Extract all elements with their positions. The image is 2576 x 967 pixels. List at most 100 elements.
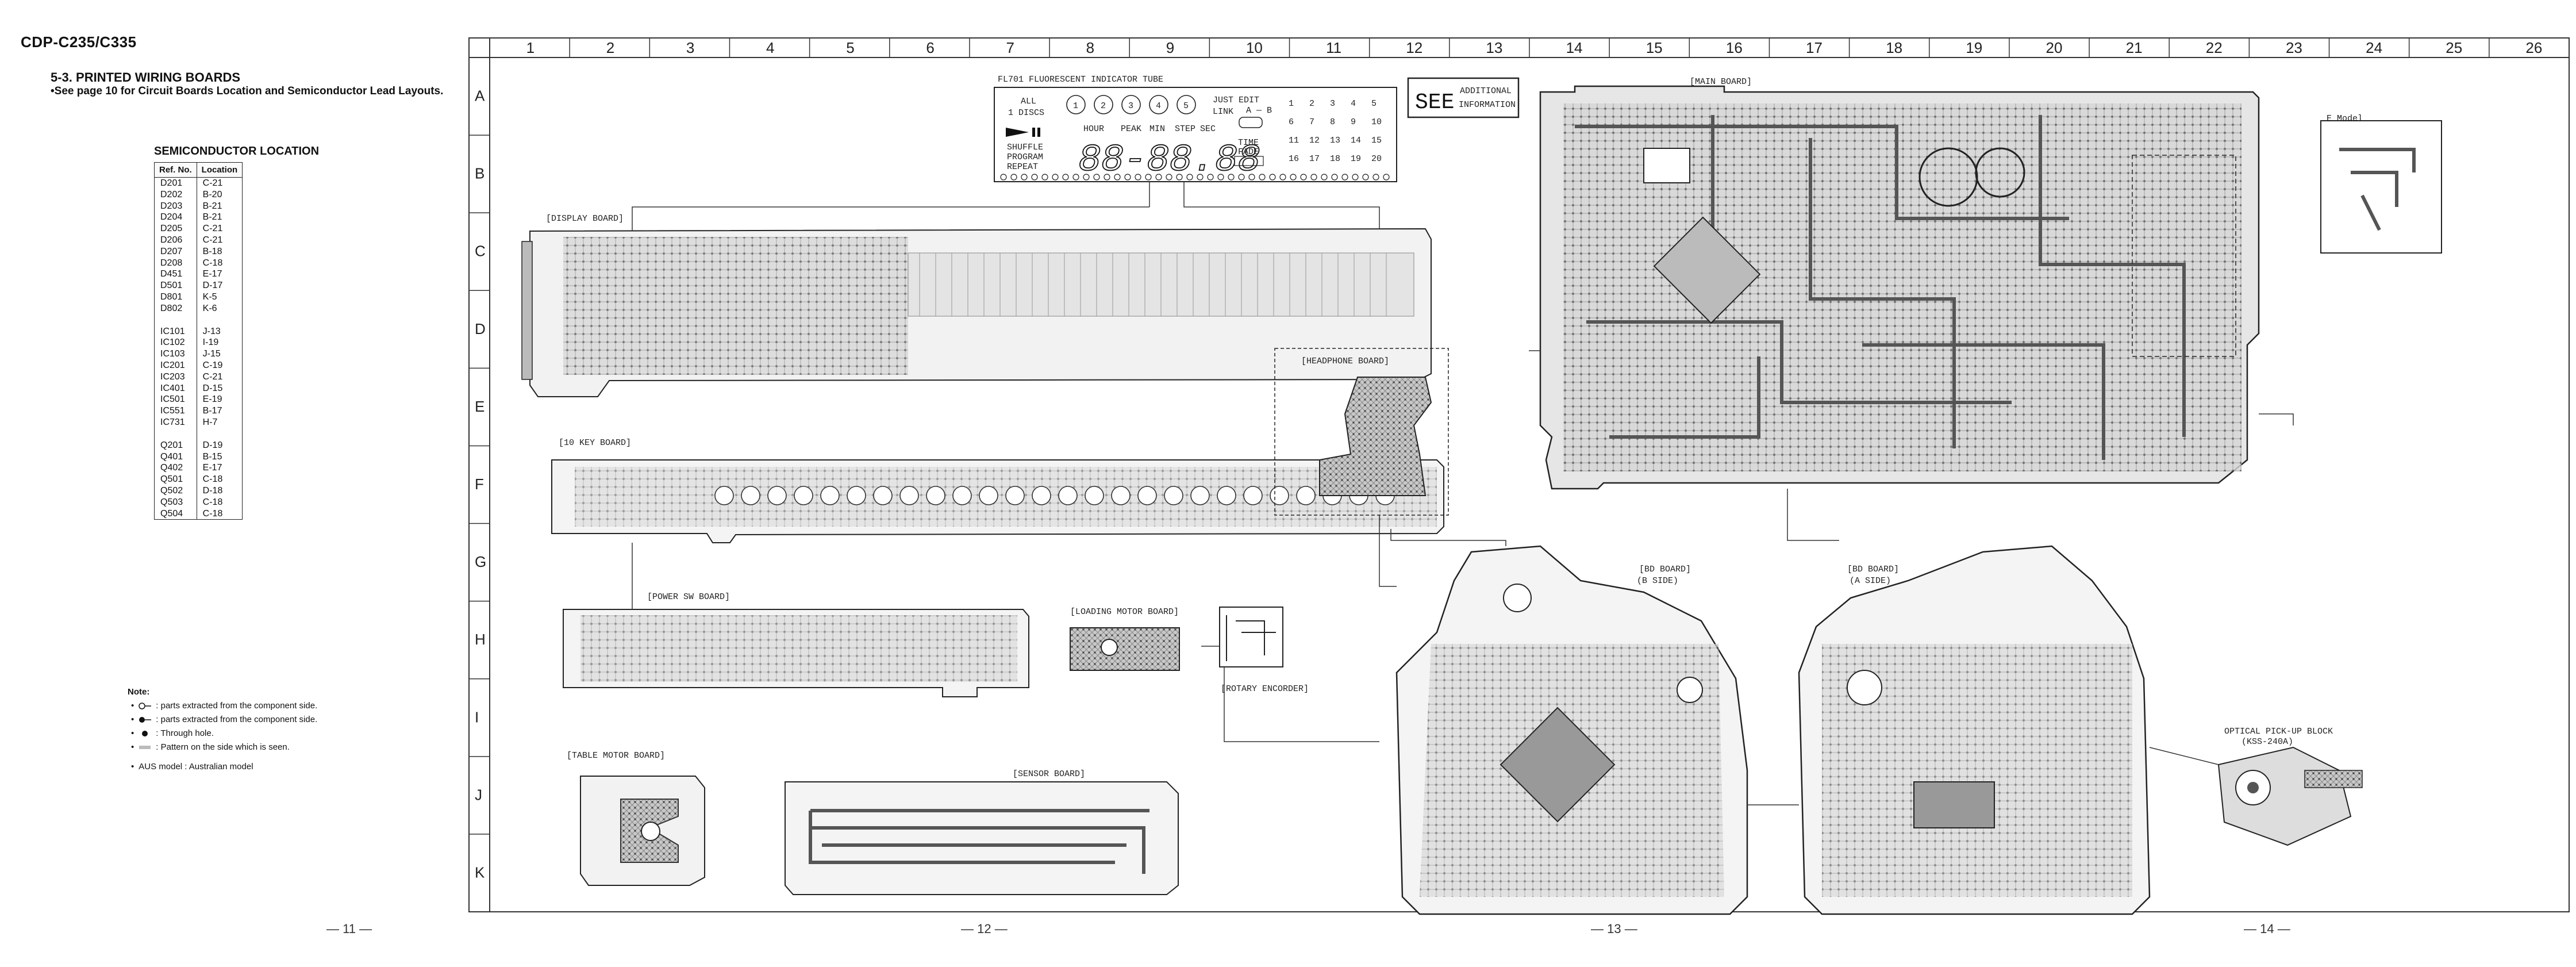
- grid-row-label: B: [475, 165, 485, 182]
- grid-column-label: 18: [1886, 39, 1902, 56]
- fl-peak: PEAK: [1121, 124, 1141, 134]
- fl-pin: [1000, 174, 1007, 181]
- fl-pin: [1176, 174, 1183, 181]
- location-cell: C-21: [196, 371, 243, 383]
- open-circle-lead-icon: [139, 703, 152, 709]
- ref-no-cell: D208: [154, 257, 197, 269]
- interconnect-wires: [632, 182, 2294, 805]
- see-label: SEE: [1415, 90, 1454, 115]
- fl-repeat: REPEAT: [1007, 162, 1038, 172]
- see-additional-information-note: SEE ADDITIONAL INFORMATION: [1407, 77, 1520, 118]
- fl-track-number: 11: [1289, 136, 1299, 145]
- notes-title: Note:: [128, 687, 150, 697]
- location-cell: D-15: [196, 382, 243, 394]
- ref-no-cell: D202: [154, 189, 197, 201]
- display-board-label: [DISPLAY BOARD]: [546, 214, 624, 224]
- ref-no-cell: D801: [154, 291, 197, 303]
- grid-row-label: E: [475, 398, 485, 415]
- key-switch-pad: [1005, 486, 1025, 505]
- legend-notes: Note: • : parts extracted from the compo…: [128, 685, 317, 774]
- bd-board-b-label: [BD BOARD]: [1639, 565, 1691, 574]
- key-switch-pad: [899, 486, 919, 505]
- note-aus: • AUS model : Australian model: [128, 760, 317, 774]
- key-switch-pad: [1217, 486, 1236, 505]
- fl-step: STEP: [1175, 124, 1195, 134]
- fl-track-number: 13: [1330, 136, 1340, 145]
- key-switch-pad: [1270, 486, 1289, 505]
- ref-no-cell: Q502: [154, 485, 197, 497]
- fl-track-number: 12: [1309, 136, 1320, 145]
- play-icon: [1006, 128, 1029, 137]
- location-cell: E-17: [196, 268, 243, 281]
- column-header-ref-no: Ref. No.: [154, 162, 197, 178]
- rotary-encorder: [ROTARY ENCORDER]: [1219, 607, 1309, 694]
- grid-column-label: 16: [1726, 39, 1743, 56]
- through-hole-icon: [142, 731, 148, 736]
- fl-all: ALL: [1021, 97, 1036, 106]
- main-board-label: [MAIN BOARD]: [1690, 77, 1752, 87]
- key-switch-pad: [1296, 486, 1316, 505]
- disc-indicator-circle: [1094, 95, 1113, 114]
- grid-row-label: K: [475, 864, 485, 881]
- fl-time: TIME: [1238, 138, 1259, 148]
- semiconductor-location-title: SEMICONDUCTOR LOCATION: [154, 145, 320, 158]
- disc-indicator-circle: [1149, 95, 1168, 114]
- key-switch-pad: [873, 486, 893, 505]
- ref-no-cell: IC102: [154, 337, 197, 349]
- bd-board-a-side-label: (A SIDE): [1850, 576, 1891, 586]
- location-cell: B-17: [196, 405, 243, 417]
- grid-column-label: 12: [1406, 39, 1422, 56]
- key-switch-pad: [1164, 486, 1183, 505]
- location-cell: C-18: [196, 474, 243, 485]
- fl-pin: [1104, 174, 1110, 181]
- ref-no-cell: D203: [154, 200, 197, 212]
- location-cell: C-21: [196, 223, 243, 235]
- location-cell: C-19: [196, 359, 243, 371]
- key-switch-pad: [1137, 486, 1157, 505]
- fl-pin: [1062, 174, 1069, 181]
- ref-no-cell: IC401: [154, 382, 197, 394]
- fl-pin: [1217, 174, 1224, 181]
- fl-pin: [1372, 174, 1379, 181]
- ref-no-cell: Q503: [154, 496, 197, 508]
- fl-pin: [1186, 174, 1193, 181]
- grid-column-label: 23: [2286, 39, 2302, 56]
- location-cell: J-15: [196, 348, 243, 360]
- location-cell: C-18: [196, 508, 243, 520]
- grid-column-label: 8: [1086, 39, 1094, 56]
- main-board-trace: [1575, 125, 2069, 220]
- ref-no-cell: D501: [154, 280, 197, 291]
- fl-pin: [1300, 174, 1307, 181]
- filled-circle-lead-icon: [139, 717, 152, 723]
- fl-pin: [1135, 174, 1141, 181]
- grid-column-label: 17: [1806, 39, 1823, 56]
- grid-column-label: 1: [526, 39, 535, 56]
- fl-pin: [1310, 174, 1317, 181]
- fl-track-number: 1: [1289, 99, 1294, 109]
- fl-track-number: 10: [1371, 117, 1382, 127]
- key-switch-pad: [767, 486, 787, 505]
- fl-pin: [1352, 174, 1359, 181]
- key-switch-pad: [1111, 486, 1131, 505]
- ref-no-cell: IC203: [154, 371, 197, 383]
- note-text: : parts extracted from the component sid…: [156, 701, 318, 711]
- grid-column-label: 11: [1326, 39, 1341, 56]
- location-cell: C-18: [196, 496, 243, 508]
- fl-pin: [1259, 174, 1266, 181]
- ref-no-cell: IC501: [154, 394, 197, 406]
- fl-track-number: 20: [1371, 154, 1382, 164]
- location-cell: I-19: [196, 337, 243, 349]
